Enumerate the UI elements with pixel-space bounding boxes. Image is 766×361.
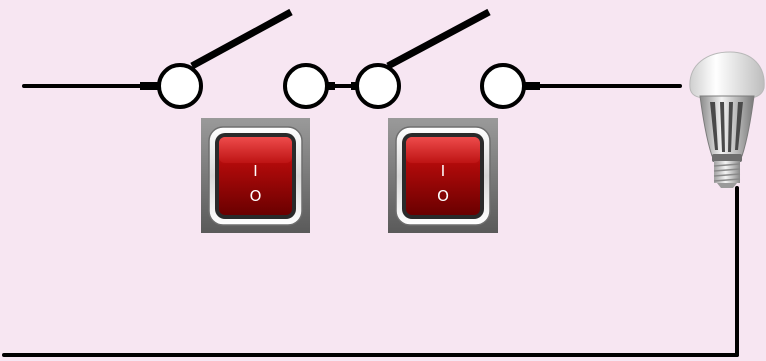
bulb-collar: [712, 154, 742, 162]
rocker-button-top: [406, 137, 480, 163]
light-bulb-icon: [689, 51, 765, 188]
switch-2-pivot-terminal: [355, 63, 401, 109]
terminal-stub: [140, 82, 160, 90]
terminal-stub: [520, 82, 540, 90]
wires: [2, 84, 739, 357]
rocker-off-symbol: O: [437, 187, 449, 205]
rocker-switch-2[interactable]: I O: [388, 118, 498, 233]
switch-1-schematic: [157, 8, 329, 109]
rocker-button-top: [219, 137, 292, 163]
switch-2-schematic: [355, 8, 526, 109]
rocker-off-symbol: O: [250, 187, 262, 205]
bulb-glass: [689, 51, 765, 99]
switch-2-contact-terminal: [480, 63, 526, 109]
rocker-on-symbol: I: [441, 162, 445, 180]
rocker-switch-1[interactable]: I O: [201, 118, 310, 233]
bulb-fins: [710, 102, 743, 152]
switch-1-lever: [190, 8, 293, 70]
switch-1-contact-terminal: [283, 63, 329, 109]
switch-1-pivot-terminal: [157, 63, 203, 109]
rocker-on-symbol: I: [253, 162, 257, 180]
switch-2-lever: [386, 8, 491, 70]
bulb-screw-base: [713, 161, 741, 188]
bulb-heatsink: [699, 95, 755, 157]
